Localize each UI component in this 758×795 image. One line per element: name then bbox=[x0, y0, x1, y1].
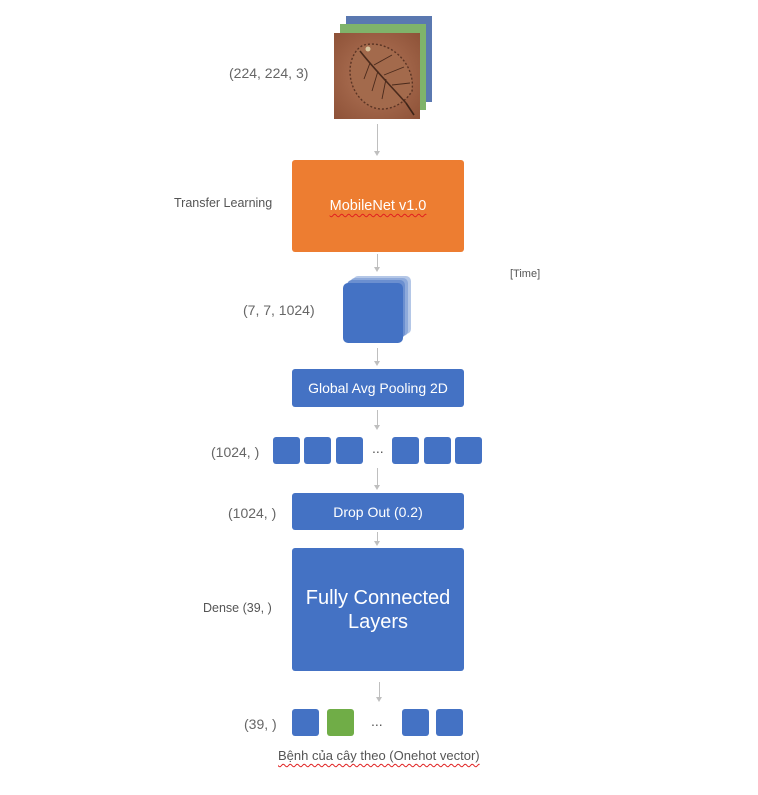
arrow-2 bbox=[374, 254, 380, 272]
arrow-4 bbox=[374, 410, 380, 430]
dense-shape-label: Dense (39, ) bbox=[203, 601, 272, 615]
vector-cell bbox=[455, 437, 482, 464]
mobilenet-label: MobileNet v1.0 bbox=[329, 198, 427, 214]
leaf-image bbox=[334, 33, 420, 119]
arrow-6 bbox=[374, 532, 380, 546]
vector-cell bbox=[424, 437, 451, 464]
transfer-learning-label: Transfer Learning bbox=[174, 196, 273, 210]
global-avg-pooling-block: Global Avg Pooling 2D bbox=[292, 369, 464, 407]
arrow-7 bbox=[376, 682, 382, 702]
output-caption: Bệnh của cây theo (Onehot vector) bbox=[278, 748, 480, 763]
vector-cell bbox=[336, 437, 363, 464]
features-shape-label: (7, 7, 1024) bbox=[243, 302, 315, 318]
fully-connected-block: Fully Connected Layers bbox=[292, 548, 464, 671]
arrow-1 bbox=[374, 124, 380, 156]
vector-ellipsis: ... bbox=[372, 440, 384, 456]
vector-shape-label: (1024, ) bbox=[211, 444, 260, 460]
feature-map-stack bbox=[343, 276, 415, 346]
vector-cell bbox=[304, 437, 331, 464]
vector-cell bbox=[392, 437, 419, 464]
output-ellipsis: ... bbox=[371, 713, 383, 729]
output-cell bbox=[402, 709, 429, 736]
arrow-5 bbox=[374, 468, 380, 490]
output-caption-text: Bệnh của cây theo (Onehot vector) bbox=[278, 748, 480, 763]
dropout-block: Drop Out (0.2) bbox=[292, 493, 464, 530]
pooling-label: Global Avg Pooling 2D bbox=[308, 380, 448, 396]
input-shape-label: (224, 224, 3) bbox=[229, 65, 309, 81]
mobilenet-block: MobileNet v1.0 bbox=[292, 160, 464, 252]
fully-connected-label: Fully Connected Layers bbox=[305, 586, 451, 633]
output-cell bbox=[292, 709, 319, 736]
feature-map-front bbox=[343, 283, 403, 343]
arrow-3 bbox=[374, 348, 380, 366]
output-cell bbox=[436, 709, 463, 736]
input-image-stack bbox=[334, 16, 434, 120]
dropout-label: Drop Out (0.2) bbox=[333, 503, 423, 520]
vector-cell bbox=[273, 437, 300, 464]
output-shape-label: (39, ) bbox=[244, 716, 277, 732]
dropout-shape-label: (1024, ) bbox=[228, 505, 277, 521]
time-label: [Time] bbox=[510, 268, 541, 280]
output-cell-active bbox=[327, 709, 354, 736]
